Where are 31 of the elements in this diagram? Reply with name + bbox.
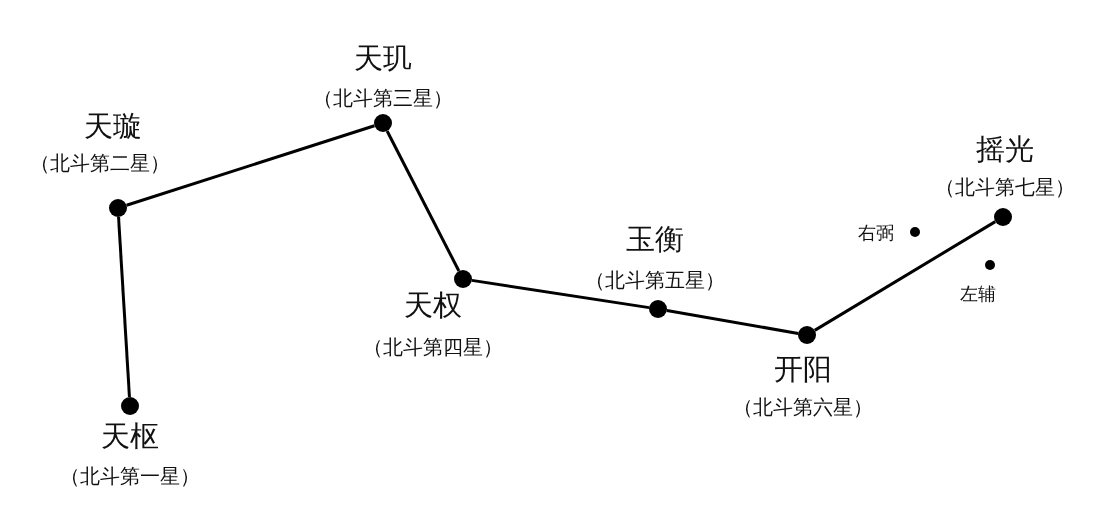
- connector-line: [813, 220, 997, 332]
- star-number-label: （北斗第四星）: [363, 336, 503, 358]
- connector-line: [385, 130, 461, 272]
- star-name: 天枢: [101, 421, 159, 453]
- star-dot: [985, 260, 995, 270]
- connector-line: [117, 216, 131, 398]
- connector-line: [126, 124, 375, 207]
- star-name: 摇光: [976, 134, 1034, 166]
- star-number-label: （北斗第一星）: [60, 465, 200, 487]
- star-name: 开阳: [774, 354, 832, 386]
- star-dot: [649, 300, 667, 318]
- star-dot: [994, 208, 1012, 226]
- star-number-label: （北斗第六星）: [733, 396, 873, 418]
- connector-line: [666, 309, 799, 335]
- star-number-label: （北斗第七星）: [935, 176, 1075, 198]
- star-number-label: （北斗第五星）: [585, 269, 725, 291]
- star-dot: [121, 397, 139, 415]
- star-number-label: （北斗第三星）: [313, 87, 453, 109]
- star-number-label: （北斗第二星）: [30, 152, 170, 174]
- star-dot: [109, 199, 127, 217]
- connector-line: [471, 278, 650, 310]
- star-dot: [798, 326, 816, 344]
- star-name: 天玑: [354, 43, 412, 75]
- star-dot: [374, 114, 392, 132]
- star-name: 左辅: [960, 284, 996, 304]
- star-name: 玉衡: [626, 224, 684, 256]
- star-name: 天璇: [84, 111, 142, 143]
- star-dot: [910, 227, 920, 237]
- star-dot: [454, 270, 472, 288]
- star-name: 天权: [404, 290, 462, 322]
- star-name: 右弼: [858, 223, 894, 243]
